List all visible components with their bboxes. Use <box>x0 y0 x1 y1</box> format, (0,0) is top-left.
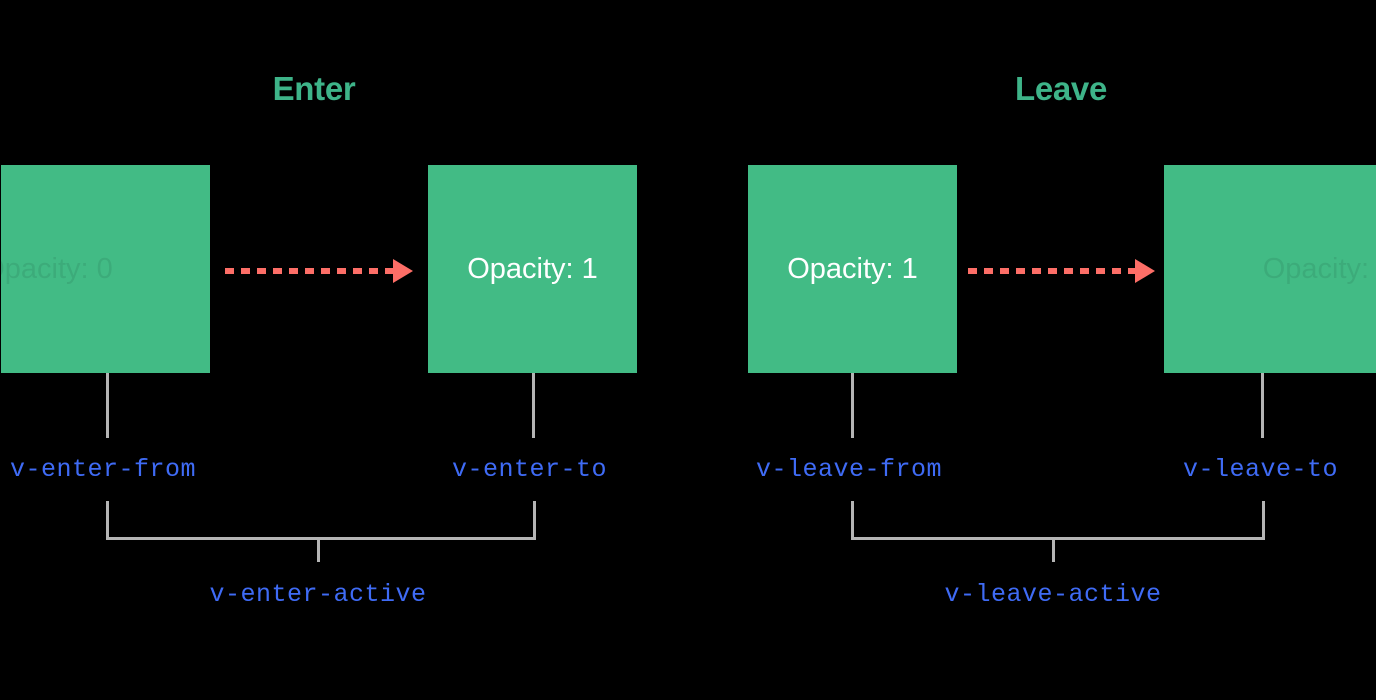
class-label-v-leave-from: v-leave-from <box>756 455 943 484</box>
arrow-head-icon <box>1135 259 1155 283</box>
state-box-leave-from: Opacity: 1 <box>748 165 957 373</box>
state-box-label-leave-to: Opacity: 0 <box>1262 252 1376 285</box>
section-title-enter: Enter <box>272 70 356 107</box>
section-title-leave: Leave <box>1014 70 1108 107</box>
class-label-v-enter-from: v-enter-from <box>10 455 197 484</box>
transition-arrow-leave <box>968 259 1155 283</box>
class-label-v-leave-to: v-leave-to <box>1183 455 1339 484</box>
transition-arrow-enter <box>225 259 413 283</box>
class-label-v-enter-active: v-enter-active <box>209 580 427 609</box>
bracket-stem-leave-active <box>1052 537 1055 562</box>
bracket-enter-active <box>106 501 536 540</box>
state-box-label-enter-from: Opacity: 0 <box>0 252 113 285</box>
state-box-label-enter-to: Opacity: 1 <box>467 252 598 285</box>
arrow-dashed-line-icon <box>225 268 394 274</box>
class-label-v-enter-to: v-enter-to <box>452 455 608 484</box>
connector-stem-leave-to <box>1261 373 1264 438</box>
state-box-enter-from: Opacity: 0 <box>0 165 210 373</box>
connector-stem-enter-to <box>532 373 535 438</box>
arrow-dashed-line-icon <box>968 268 1136 274</box>
class-label-v-leave-active: v-leave-active <box>944 580 1162 609</box>
connector-stem-enter-from <box>106 373 109 438</box>
state-box-label-leave-from: Opacity: 1 <box>787 252 918 285</box>
state-box-enter-to: Opacity: 1 <box>428 165 637 373</box>
arrow-head-icon <box>393 259 413 283</box>
bracket-leave-active <box>851 501 1265 540</box>
bracket-stem-enter-active <box>317 537 320 562</box>
connector-stem-leave-from <box>851 373 854 438</box>
state-box-leave-to: Opacity: 0 <box>1164 165 1376 373</box>
